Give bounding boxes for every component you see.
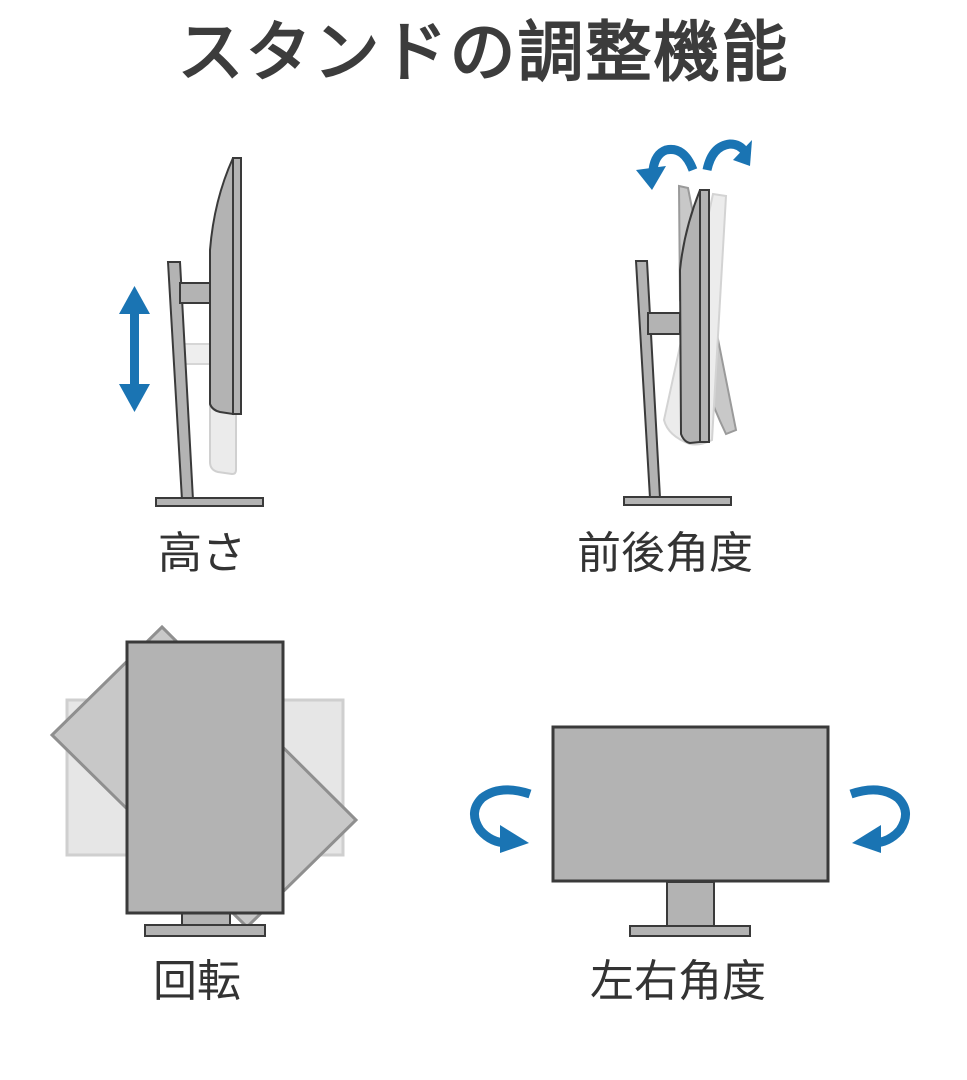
swivel-illustration <box>551 725 830 937</box>
label-height: 高さ <box>158 528 246 579</box>
label-swivel: 左右角度 <box>590 956 766 1007</box>
vertical-double-arrow-icon <box>119 286 150 412</box>
height-illustration <box>155 157 264 507</box>
swivel-left-arrow-icon <box>470 785 532 853</box>
tilt-curved-arrows-icon <box>636 139 752 190</box>
label-tilt: 前後角度 <box>577 528 753 579</box>
label-pivot: 回転 <box>153 956 241 1007</box>
swivel-right-arrow-icon <box>849 785 910 853</box>
tilt-illustration <box>623 184 738 506</box>
page-title: スタンドの調整機能 <box>177 14 790 91</box>
pivot-illustration <box>49 624 359 937</box>
